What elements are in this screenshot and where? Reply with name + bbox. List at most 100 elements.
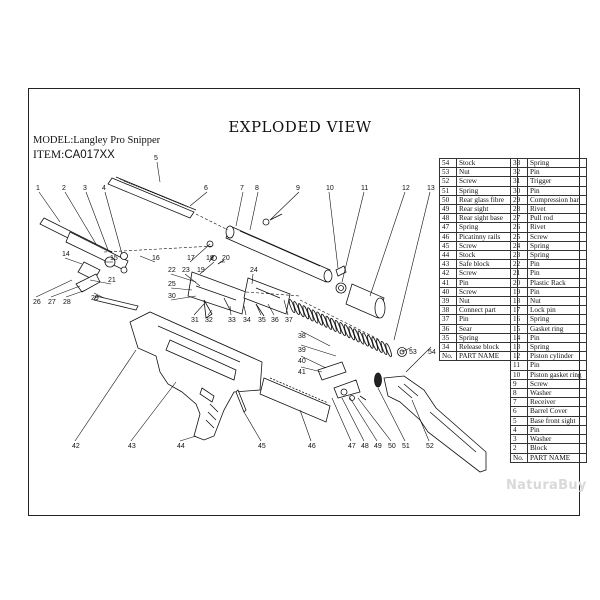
callout-leader	[235, 191, 244, 227]
callout-label: 21	[108, 277, 116, 284]
part-number: 19	[510, 286, 528, 298]
parts-artwork	[39, 176, 487, 473]
callout-label: 9	[296, 185, 300, 192]
part-name: Connect part	[456, 305, 518, 316]
callout-label: 25	[168, 281, 176, 288]
callout-label: 37	[285, 317, 293, 324]
part-name: Nut	[456, 296, 518, 307]
spring-coil	[376, 338, 383, 353]
callout-label: 24	[250, 267, 258, 274]
part-name: Trigger	[527, 176, 587, 187]
spring-coil	[302, 305, 310, 320]
callout-label: 36	[271, 317, 279, 324]
screw-part	[235, 389, 247, 413]
part-number: 12	[510, 351, 528, 362]
callout-label: 45	[258, 443, 266, 450]
part-name: Pin	[527, 268, 587, 279]
part-row: No.PART NAME	[439, 351, 518, 362]
part-number: 2	[510, 443, 528, 454]
callout-label: 44	[177, 443, 185, 450]
callout-label: 14	[62, 251, 70, 258]
callout-label: 52	[426, 443, 434, 450]
part-name: Pin	[527, 424, 587, 436]
callout-leader	[357, 397, 392, 442]
part-name: Nut	[527, 296, 587, 307]
part-name: Picatinny rails	[456, 231, 518, 242]
part-number: 8	[510, 388, 528, 399]
part-name: Lock pin	[527, 305, 587, 316]
callout-leader	[341, 191, 365, 283]
item-prefix: ITEM:	[33, 149, 65, 161]
part-number: 43	[439, 259, 457, 270]
callout-leader	[50, 285, 81, 298]
callout-label: 42	[72, 443, 80, 450]
callout-leader	[104, 191, 123, 255]
callout-leader	[170, 273, 197, 283]
part-name: Washer	[527, 434, 587, 445]
part-number: 25	[510, 231, 528, 242]
part-name: Stock	[456, 250, 518, 261]
callout-label: 17	[187, 255, 195, 262]
callout-leader	[300, 366, 323, 373]
callout-leader	[89, 279, 112, 285]
part-name: Pin	[527, 332, 587, 344]
part-name: Receiver	[527, 397, 587, 408]
main-spring-part	[288, 298, 392, 358]
part-number: 40	[439, 286, 457, 298]
receiver-part	[225, 225, 333, 283]
callout-label: 6	[204, 185, 208, 192]
callout-leader	[156, 161, 161, 183]
part-name: Base front sight	[527, 415, 587, 426]
part-number: 44	[439, 250, 457, 261]
spring-coil	[362, 332, 369, 347]
callout-label: 50	[388, 443, 396, 450]
part-name: Screw	[527, 231, 587, 242]
spring-coil	[353, 328, 360, 343]
callout-label: 46	[308, 443, 316, 450]
part-number: 6	[510, 406, 528, 417]
callout-leader	[64, 191, 97, 245]
callout-leader	[139, 255, 156, 263]
drawing-title: EXPLODED VIEW	[228, 118, 372, 136]
part-number: 38	[439, 305, 457, 316]
part-number: 21	[510, 268, 528, 279]
part-name: Piston cylinder	[527, 351, 587, 362]
spring-coil	[366, 334, 374, 349]
callout-leader	[349, 397, 378, 442]
callout-leader	[369, 191, 406, 297]
spring-coil	[334, 319, 342, 335]
spring-coil	[325, 315, 333, 330]
callout-leader	[267, 303, 275, 316]
item-code: CA017XX	[64, 149, 115, 161]
callout-leader	[38, 191, 61, 223]
callout-leader	[93, 292, 105, 299]
callout-leader	[405, 346, 432, 373]
spring-coil	[316, 311, 323, 326]
callout-leader	[184, 273, 201, 287]
callout-label: 8	[255, 185, 259, 192]
callout-leader	[64, 257, 83, 265]
spring-coil	[339, 322, 346, 337]
